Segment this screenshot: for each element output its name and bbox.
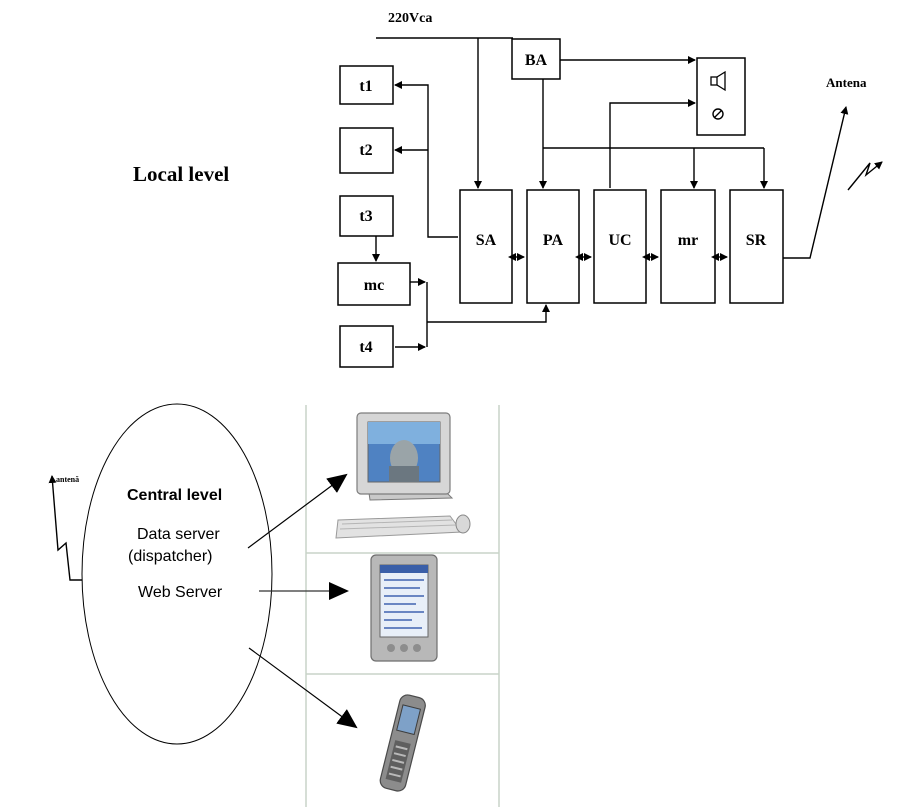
module-label-sr: SR — [746, 232, 767, 249]
sensor-box-t3 — [339, 195, 394, 237]
bulb-icon — [712, 108, 724, 120]
sensor-box-t1 — [339, 65, 394, 105]
sensor-box-t4 — [339, 325, 394, 368]
ba-box — [511, 38, 561, 80]
arrow-to-phone — [248, 647, 358, 729]
module-label-sa: SA — [476, 232, 497, 249]
module-box-sa — [459, 189, 513, 304]
module-box-pa — [526, 189, 580, 304]
central-line-data-server: Data server — [137, 526, 220, 543]
sensor-label-t4: t4 — [359, 339, 372, 356]
sr-to-antenna — [783, 106, 849, 259]
mc-box — [337, 262, 411, 306]
module-label-pa: PA — [543, 232, 564, 249]
central-line-web-server: Web Server — [138, 584, 223, 601]
central-antenna-line — [48, 475, 82, 581]
central-title: Central level — [127, 487, 222, 504]
sensor-label-t2: t2 — [359, 142, 372, 159]
module-box-mr — [660, 189, 716, 304]
ba-label: BA — [525, 52, 548, 69]
module-label-uc: UC — [608, 232, 631, 249]
bus-to-pa — [427, 304, 550, 323]
sensor-box-t2 — [339, 127, 394, 174]
uc-to-indicator — [609, 99, 696, 188]
signal-zigzag — [847, 161, 883, 191]
pda-icon — [370, 554, 438, 662]
speaker-icon — [710, 70, 726, 92]
power-label: 220Vca — [388, 11, 432, 26]
arrow-to-desktop — [247, 473, 348, 549]
local-antenna-label: Antena — [826, 75, 867, 90]
device-panel — [305, 405, 500, 807]
central-line-dispatcher: (dispatcher) — [128, 548, 212, 565]
module-box-sr — [729, 189, 784, 304]
local-level-label: Local level — [133, 162, 229, 186]
central-ellipse — [81, 403, 273, 745]
desktop-computer-icon — [335, 412, 471, 539]
module-label-mr: mr — [678, 232, 698, 249]
sa-to-t1 — [394, 81, 458, 238]
mc-label: mc — [364, 277, 384, 294]
sensor-label-t1: t1 — [359, 78, 372, 95]
central-antenna-label: antenă — [56, 475, 79, 484]
indicator-box — [696, 57, 746, 136]
sensor-label-t3: t3 — [359, 208, 372, 225]
module-box-uc — [593, 189, 647, 304]
mobile-phone-icon — [379, 694, 426, 792]
